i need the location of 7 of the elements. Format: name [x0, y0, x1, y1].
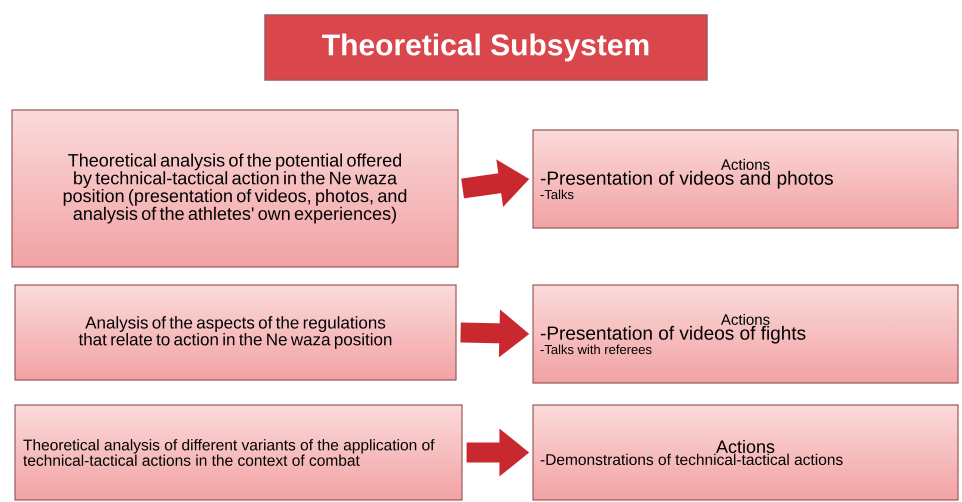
actions-box: Actions -Presentation of videos and photos -Talks [532, 129, 959, 229]
actions-box: Actions -Demonstrations of technical-tactical actions [532, 404, 959, 501]
actions-box: Actions -Presentation of videos of fights -Talks with referees [532, 284, 959, 384]
activity-box: Theoretical analysis of different variants of the application of technical-tactical actions in the context of combat [14, 404, 463, 501]
activity-box: Theoretical analysis of the potential offered by technical-tactical action in the Ne waza position (presentation of videos, photos, and analysis of the athletes' own experiences) [11, 109, 459, 268]
title-box: Theoretical Subsystem [264, 14, 708, 81]
activity-box: Analysis of the aspects of the regulations that relate to action in the Ne waza position [14, 284, 457, 381]
